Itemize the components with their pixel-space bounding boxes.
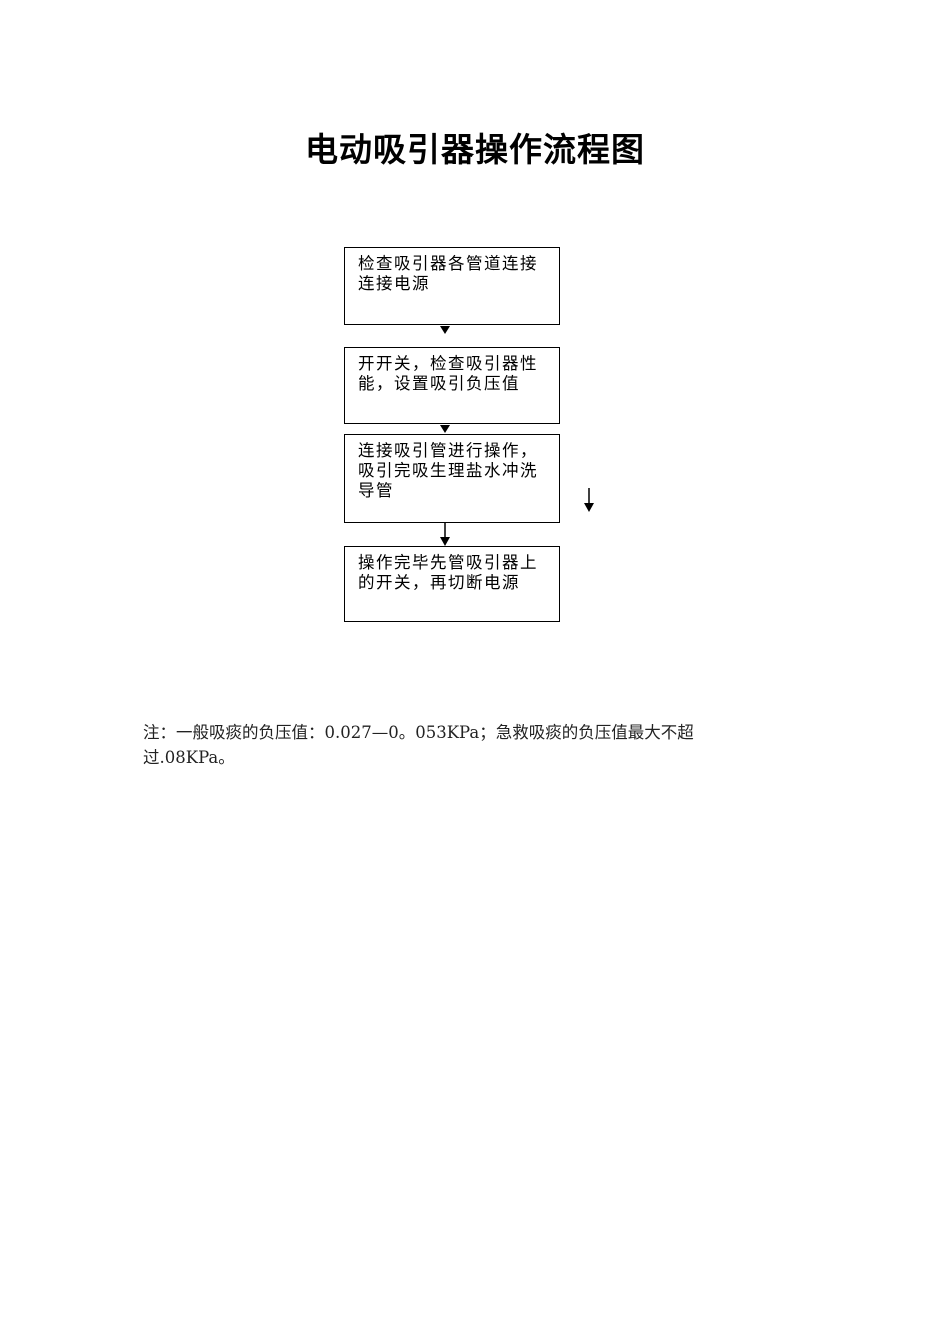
flow-step-2: 开开关，检查吸引器性能，设置吸引负压值 [344, 347, 560, 424]
stray-arrow [584, 488, 594, 512]
flow-step-1: 检查吸引器各管道连接连接电源 [344, 247, 560, 325]
page-title: 电动吸引器操作流程图 [305, 130, 645, 169]
arrow-step-3-to-4 [440, 523, 450, 546]
footnote-line-1: 注：一般吸痰的负压值：0.027—0。053KPa；急救吸痰的负压值最大不超 [143, 723, 694, 742]
footnote-line-2: 过.08KPa。 [143, 748, 235, 767]
flow-step-3: 连接吸引管进行操作，吸引完吸生理盐水冲洗导管 [344, 434, 560, 523]
arrow-step-2-to-3 [440, 425, 450, 433]
footnote: 注：一般吸痰的负压值：0.027—0。053KPa；急救吸痰的负压值最大不超 过… [143, 720, 783, 770]
arrow-step-1-to-2 [440, 326, 450, 334]
flow-step-4: 操作完毕先管吸引器上的开关，再切断电源 [344, 546, 560, 622]
